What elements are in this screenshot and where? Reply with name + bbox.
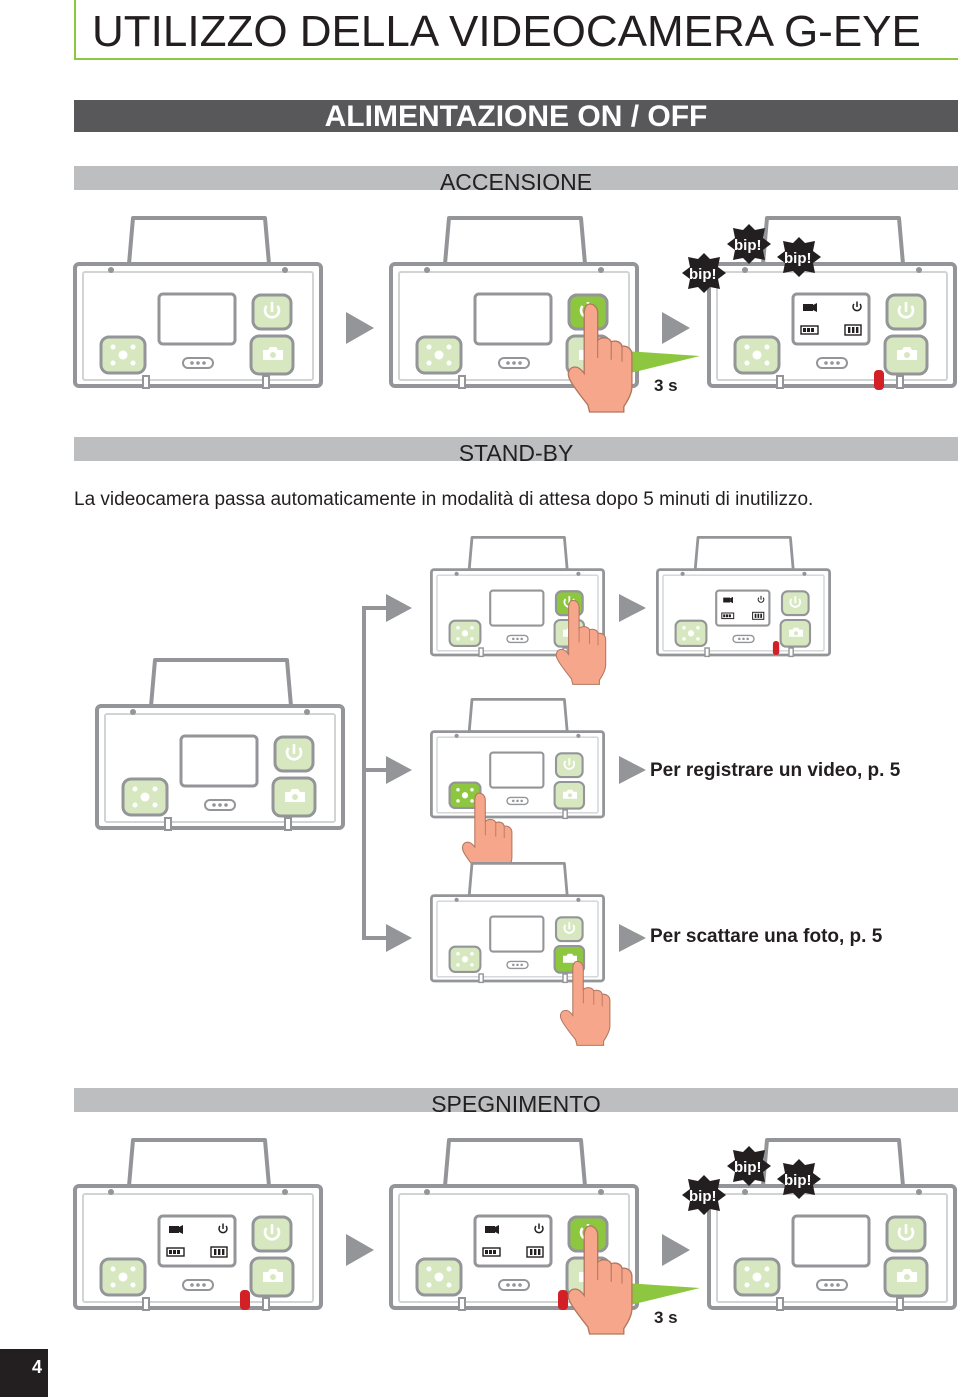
- page-title: UTILIZZO DELLA VIDEOCAMERA G-EYE: [92, 7, 921, 56]
- svg-text:bip!: bip!: [784, 250, 812, 267]
- power-on-step-3: [707, 216, 957, 390]
- status-led: [874, 370, 884, 390]
- power-off-heading-text: SPEGNIMENTO: [431, 1091, 601, 1117]
- subsection-heading-standby: STAND-BY: [74, 437, 958, 466]
- power-on-duration: 3 s: [654, 376, 678, 395]
- section-heading-power: ALIMENTAZIONE ON / OFF: [74, 100, 958, 133]
- standby-wake-shutter: [429, 862, 611, 1046]
- play-arrow-icon: [619, 924, 646, 952]
- standby-heading-text: STAND-BY: [458, 440, 574, 466]
- standby-camera: [95, 658, 345, 832]
- svg-text:bip!: bip!: [734, 1159, 762, 1176]
- play-arrow-icon: [346, 312, 374, 344]
- svg-text:bip!: bip!: [784, 1172, 812, 1189]
- play-arrow-icon: [386, 924, 412, 952]
- play-arrow-icon: [662, 312, 690, 344]
- power-on-step-2: [389, 216, 700, 413]
- play-arrow-icon: [346, 1234, 374, 1266]
- subsection-heading-power-off: SPEGNIMENTO: [74, 1088, 958, 1117]
- standby-wake-mode: [429, 698, 605, 878]
- power-on-step-1: [73, 216, 323, 390]
- play-arrow-icon: [662, 1234, 690, 1266]
- beep-burst-icon: bip! bip! bip!: [682, 1146, 821, 1215]
- beep-burst-icon: bip! bip! bip!: [682, 224, 821, 293]
- page-number: 4: [0, 1349, 48, 1397]
- play-arrow-icon: [386, 594, 412, 622]
- play-arrow-icon: [619, 756, 646, 784]
- standby-description: La videocamera passa automaticamente in …: [74, 489, 814, 510]
- svg-text:bip!: bip!: [734, 237, 762, 254]
- photo-action-label: Per scattare una foto, p. 5: [650, 926, 883, 947]
- play-arrow-icon: [619, 594, 646, 622]
- play-arrow-icon: [386, 756, 412, 784]
- power-off-duration: 3 s: [654, 1308, 678, 1327]
- svg-text:bip!: bip!: [689, 1188, 717, 1205]
- title-rule: [74, 0, 958, 60]
- power-off-step-2: [389, 1138, 700, 1335]
- standby-awake: [656, 536, 831, 658]
- power-off-step-1: [73, 1138, 323, 1312]
- svg-text:bip!: bip!: [689, 266, 717, 283]
- power-on-heading-text: ACCENSIONE: [439, 169, 593, 195]
- standby-wake-power: [429, 536, 607, 685]
- video-action-label: Per registrare un video, p. 5: [650, 760, 901, 781]
- branch-connector: [362, 606, 386, 940]
- subsection-heading-power-on: ACCENSIONE: [74, 166, 958, 195]
